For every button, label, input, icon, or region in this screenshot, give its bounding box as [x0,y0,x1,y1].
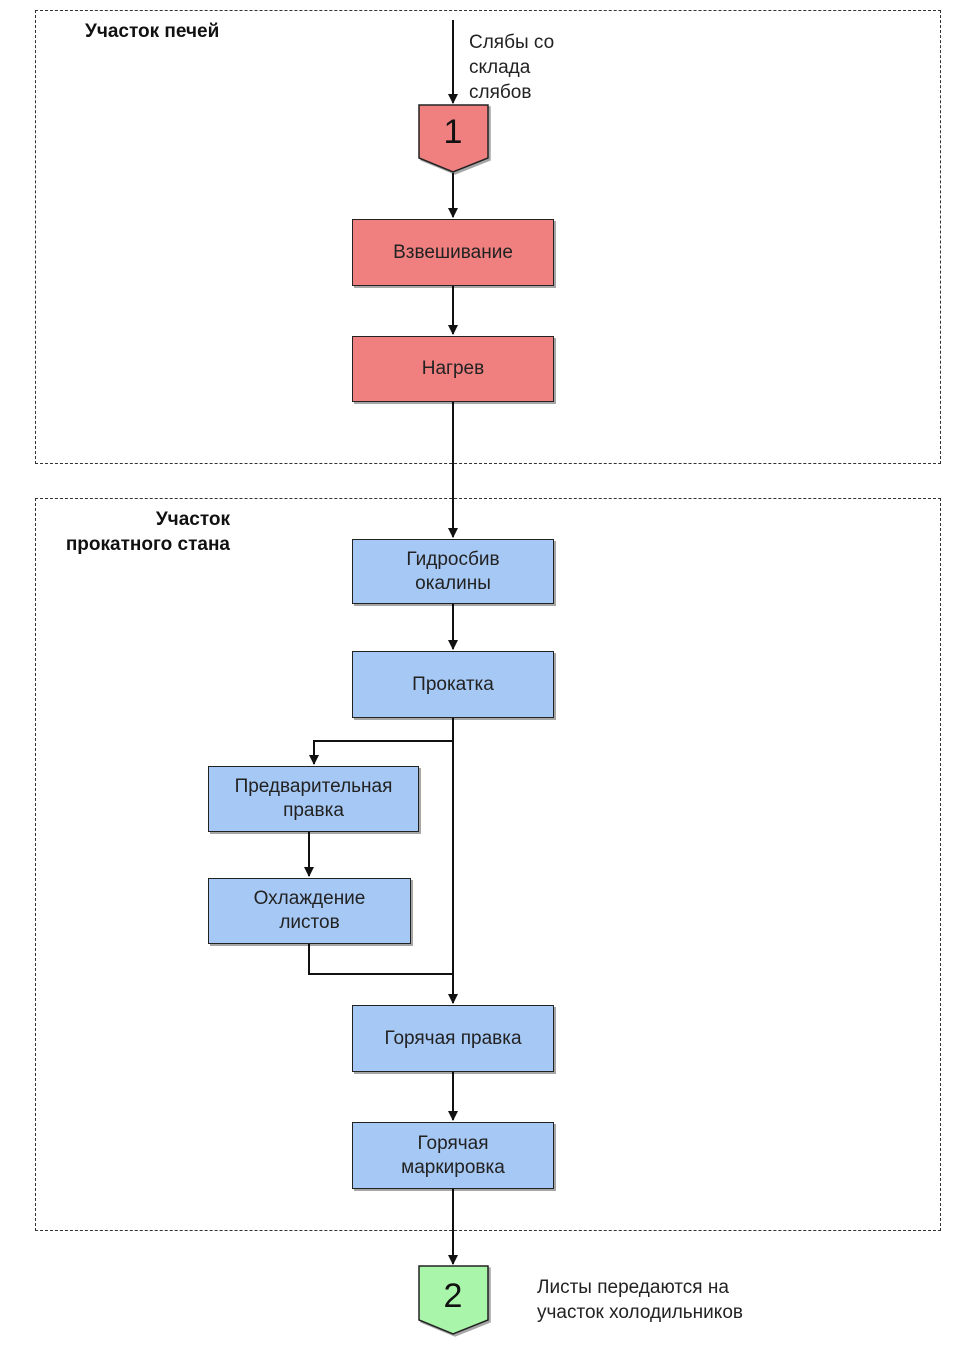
furnace-zone-title: Участок печей [85,21,220,42]
output-note-line1: Листы передаются на [537,1277,729,1298]
step-pre-leveling-line2: правка [283,800,344,821]
step-descaling-line2: окалины [415,572,491,594]
line-cooling-to-merge [308,944,453,975]
start-connector-label: 1 [443,113,463,151]
arrow-rolling-to-pre-leveling [309,740,453,765]
input-note-line2: склада [469,57,531,78]
mill-zone [35,498,941,1231]
step-descaling-line1: Гидросбив [406,548,500,570]
step-descaling: Гидросбив окалины [352,539,554,604]
step-hot-marking: Горячая маркировка [352,1122,554,1189]
output-note: Листы передаются на участок холодильнико… [537,1275,743,1325]
step-rolling-label: Прокатка [412,673,494,695]
step-weighing: Взвешивание [352,219,554,286]
mill-zone-title-line2: прокатного стана [65,534,230,555]
step-cooling-line2: листов [279,912,340,933]
step-rolling: Прокатка [352,651,554,718]
furnace-zone [35,10,941,464]
step-weighing-label: Взвешивание [393,241,513,263]
step-hot-leveling: Горячая правка [352,1005,554,1072]
step-cooling: Охлаждение листов [208,878,411,944]
end-connector-shape [418,1265,489,1335]
input-note-line1: Слябы со [469,32,555,53]
mill-zone-title: Участок прокатного стана [40,507,230,557]
output-note-line2: участок холодильников [537,1302,743,1323]
input-note-line3: слябов [469,82,532,103]
step-pre-leveling: Предварительная правка [208,766,419,832]
step-heating-label: Нагрев [421,358,485,379]
step-hot-marking-line1: Горячая [417,1132,489,1154]
step-heating: Нагрев [352,336,554,402]
end-connector-label: 2 [443,1277,463,1315]
step-pre-leveling-line1: Предварительная [234,776,393,797]
step-hot-marking-line2: маркировка [401,1156,505,1178]
step-hot-leveling-label: Горячая правка [384,1027,522,1049]
mill-zone-title-line1: Участок [155,509,230,530]
step-cooling-line1: Охлаждение [253,888,366,909]
start-connector-shape [418,104,489,173]
input-note: Слябы со склада слябов [469,30,554,105]
